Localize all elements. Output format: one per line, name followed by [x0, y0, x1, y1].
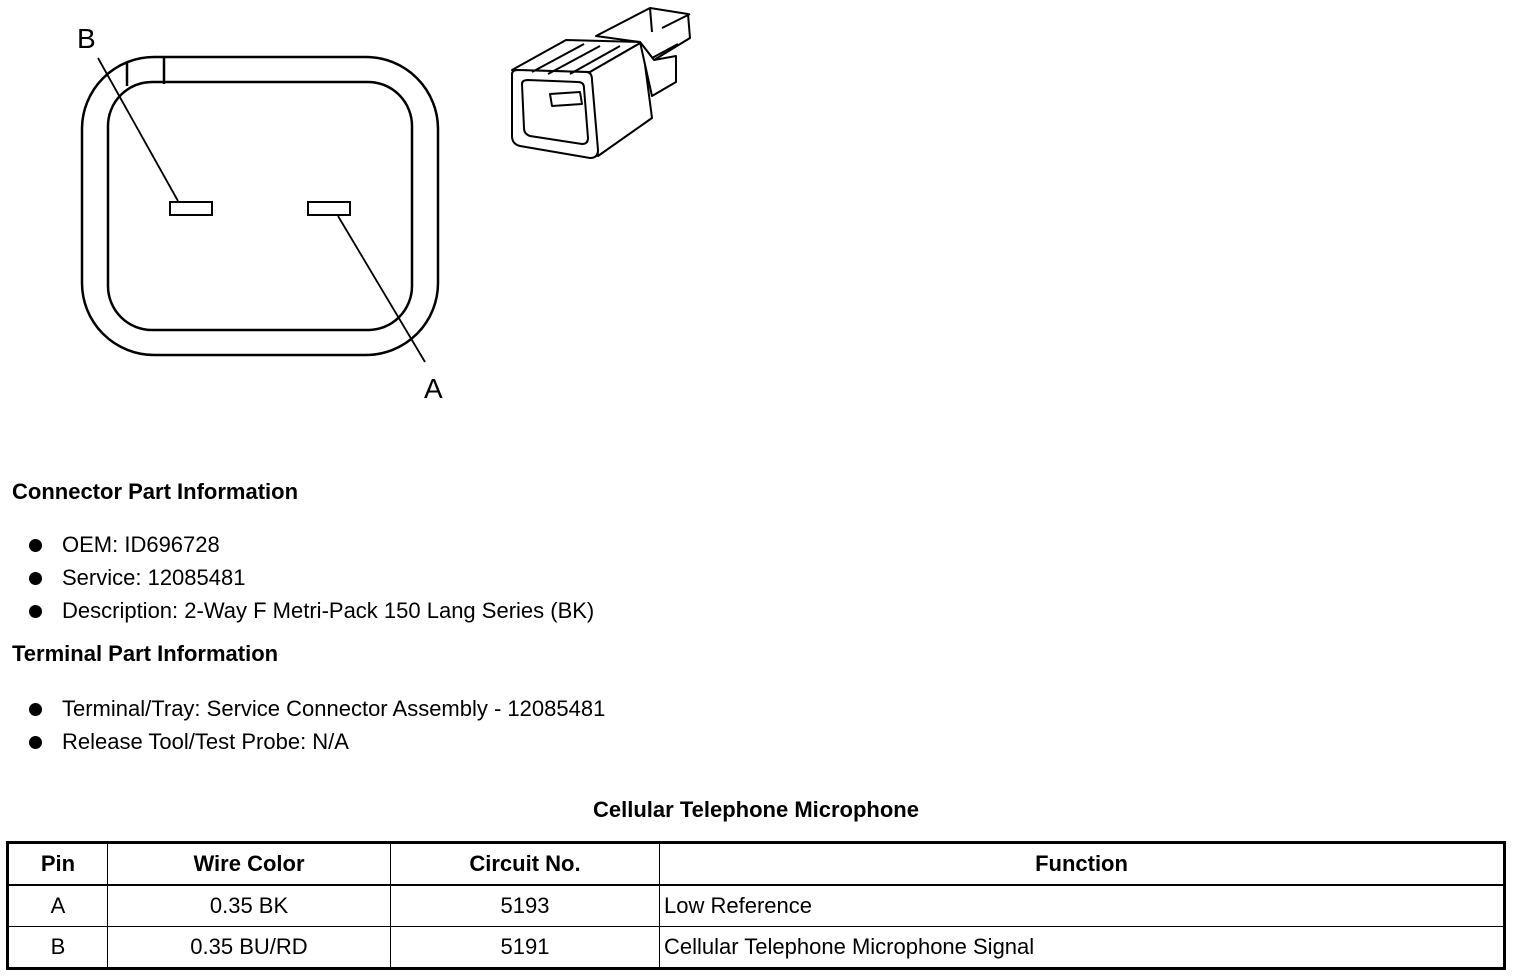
- header-wire-color: Wire Color: [107, 842, 391, 886]
- connector-isometric-view: [511, 7, 691, 159]
- header-pin: Pin: [7, 842, 108, 886]
- table-row: B 0.35 BU/RD 5191 Cellular Telephone Mic…: [7, 926, 1505, 969]
- connector-diagram: B A: [77, 7, 691, 404]
- table-header-row: Pin Wire Color Circuit No. Function: [7, 842, 1505, 886]
- header-function: Function: [659, 842, 1505, 886]
- list-item: Service: 12085481: [0, 565, 594, 598]
- list-item: OEM: ID696728: [0, 532, 594, 565]
- header-circuit-no: Circuit No.: [390, 842, 660, 886]
- cell-pin: A: [7, 884, 108, 927]
- list-item: Description: 2-Way F Metri-Pack 150 Lang…: [0, 598, 594, 631]
- list-item: Release Tool/Test Probe: N/A: [0, 729, 605, 762]
- terminal-tray-text: Terminal/Tray: Service Connector Assembl…: [62, 696, 606, 721]
- cell-wire-color: 0.35 BK: [107, 884, 391, 927]
- connector-part-info-list: OEM: ID696728 Service: 12085481 Descript…: [0, 532, 594, 631]
- list-item: Terminal/Tray: Service Connector Assembl…: [0, 696, 605, 729]
- connector-description-text: Description: 2-Way F Metri-Pack 150 Lang…: [62, 598, 595, 623]
- connector-part-info-heading: Connector Part Information: [12, 479, 299, 504]
- pin-table: Pin Wire Color Circuit No. Function A 0.…: [6, 841, 1506, 970]
- leader-line-b: [97, 57, 179, 202]
- pin-label-b: B: [77, 23, 96, 54]
- bullet-icon: [29, 703, 42, 716]
- terminal-b: [169, 201, 213, 216]
- pin-label-a: A: [424, 373, 443, 404]
- release-tool-text: Release Tool/Test Probe: N/A: [62, 729, 349, 754]
- cell-wire-color: 0.35 BU/RD: [107, 926, 391, 969]
- leader-line-a: [337, 215, 426, 363]
- bullet-icon: [29, 539, 42, 552]
- terminal-part-info-heading: Terminal Part Information: [12, 641, 279, 666]
- cell-pin: B: [7, 926, 108, 969]
- cell-function: Low Reference: [659, 884, 1505, 927]
- connector-face-view: [80, 55, 440, 357]
- table-row: A 0.35 BK 5193 Low Reference: [7, 884, 1505, 927]
- table-title: Cellular Telephone Microphone: [593, 797, 919, 822]
- connector-oem-text: OEM: ID696728: [62, 532, 220, 557]
- cell-circuit-no: 5193: [390, 884, 660, 927]
- terminal-a: [307, 201, 351, 216]
- bullet-icon: [29, 605, 42, 618]
- cell-circuit-no: 5191: [390, 926, 660, 969]
- cell-function: Cellular Telephone Microphone Signal: [659, 926, 1505, 969]
- bullet-icon: [29, 736, 42, 749]
- connector-service-text: Service: 12085481: [62, 565, 246, 590]
- terminal-part-info-list: Terminal/Tray: Service Connector Assembl…: [0, 696, 605, 762]
- bullet-icon: [29, 572, 42, 585]
